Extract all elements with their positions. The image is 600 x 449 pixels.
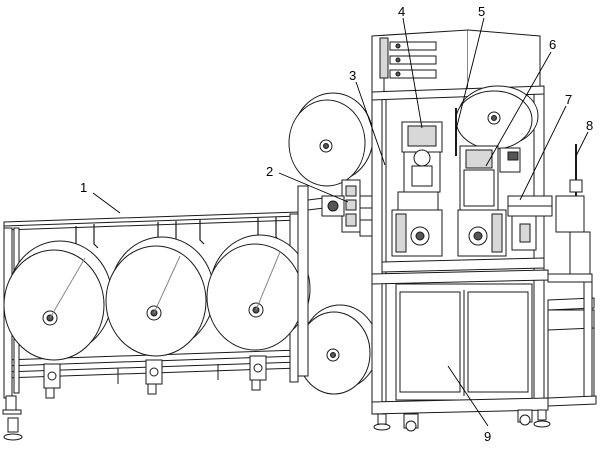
leader-8 xyxy=(575,131,589,157)
callout-1: 1 xyxy=(80,180,87,195)
output-table xyxy=(547,144,597,407)
roll-b xyxy=(105,236,215,357)
leader-7 xyxy=(519,105,567,201)
callout-8: 8 xyxy=(586,118,593,133)
lower-brackets xyxy=(43,355,267,399)
leader-6 xyxy=(485,51,552,167)
callout-labels: 1 2 3 4 5 6 7 8 9 xyxy=(80,4,593,444)
roll-a xyxy=(3,240,113,361)
leader-3 xyxy=(355,81,386,166)
leader-9 xyxy=(447,365,489,427)
roll-top xyxy=(288,92,374,187)
leader-1 xyxy=(92,192,121,214)
callout-2: 2 xyxy=(266,164,273,179)
callout-3: 3 xyxy=(349,68,356,83)
feed-column xyxy=(297,179,377,377)
leader-2 xyxy=(278,172,349,203)
callout-9: 9 xyxy=(484,429,491,444)
main-frame xyxy=(371,29,553,432)
leader-lines xyxy=(92,17,589,427)
callout-4: 4 xyxy=(398,4,405,19)
roll-c xyxy=(206,234,311,351)
callout-5: 5 xyxy=(478,4,485,19)
roll-bottom xyxy=(297,304,379,395)
leader-5 xyxy=(455,17,485,131)
callout-6: 6 xyxy=(549,37,556,52)
leader-4 xyxy=(402,17,423,129)
callout-7: 7 xyxy=(565,92,572,107)
material-rolls xyxy=(3,92,379,395)
